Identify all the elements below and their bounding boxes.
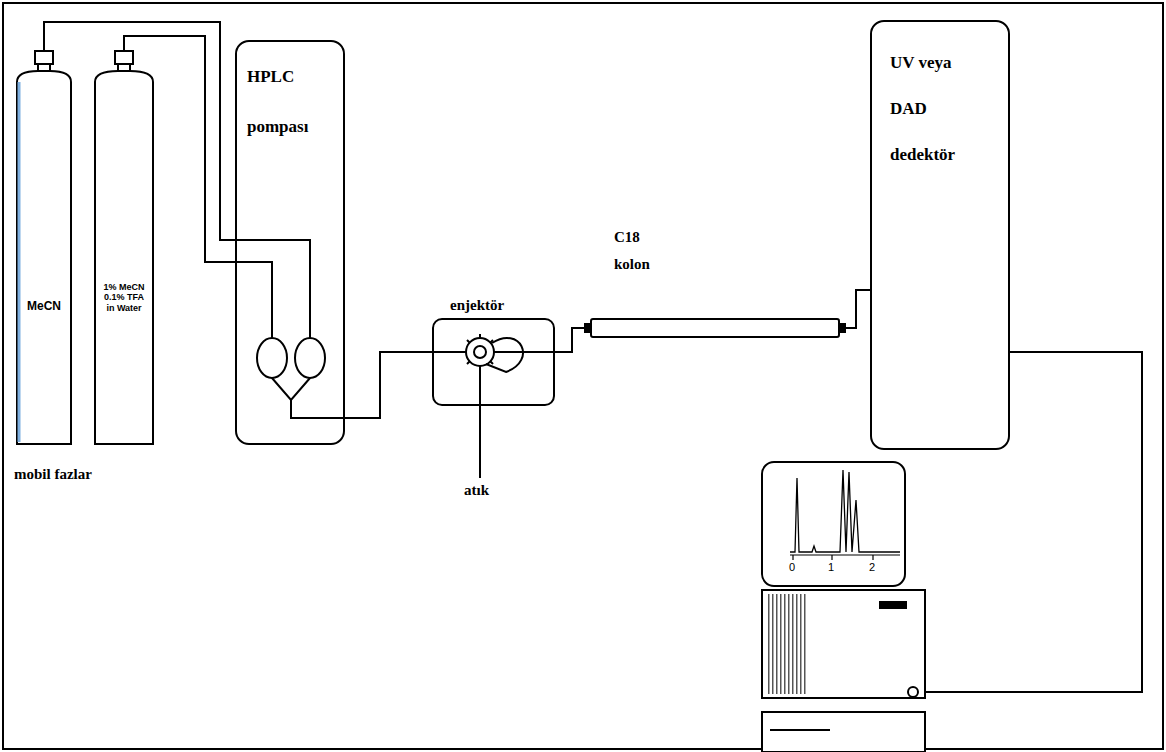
tubing-connector xyxy=(840,290,870,328)
frame-border xyxy=(3,3,1163,749)
pump-internal-tubing xyxy=(235,240,345,418)
node-label: UV veya DAD dedektör xyxy=(890,40,955,178)
axis-tick-label: 0 xyxy=(789,561,795,573)
injector-valve xyxy=(432,334,555,478)
group-label: mobil fazlar xyxy=(14,466,92,483)
injector-box: enjektör xyxy=(432,318,555,406)
tubing-connector xyxy=(345,352,432,418)
column-end-fittings xyxy=(584,323,846,333)
detector-to-computer-cable xyxy=(920,352,1142,692)
axis-tick-label: 2 xyxy=(869,561,875,573)
bottle-outline xyxy=(93,50,155,446)
node-label: 1% MeCN 0.1% TFA in Water xyxy=(99,282,149,313)
bottle-outline xyxy=(15,50,73,446)
node-label: C18 kolon xyxy=(614,224,650,278)
waste-label: atık xyxy=(464,482,489,499)
detector-box: UV veya DAD dedektör xyxy=(870,20,1010,450)
node-label: enjektör xyxy=(450,297,504,314)
axis-tick-label: 1 xyxy=(828,561,834,573)
chromatogram-inset xyxy=(762,462,905,586)
pump-box: HPLC pompası xyxy=(235,40,345,445)
pump-heads xyxy=(257,338,325,378)
solvent-bottle: MeCN xyxy=(15,50,73,446)
column: C18 kolon xyxy=(590,318,840,338)
node-label: HPLC pompası xyxy=(247,52,308,152)
node-label: MeCN xyxy=(21,300,67,314)
tubing-connector xyxy=(555,328,590,352)
computer xyxy=(762,590,925,752)
solvent-bottle: 1% MeCN 0.1% TFA in Water xyxy=(93,50,155,446)
